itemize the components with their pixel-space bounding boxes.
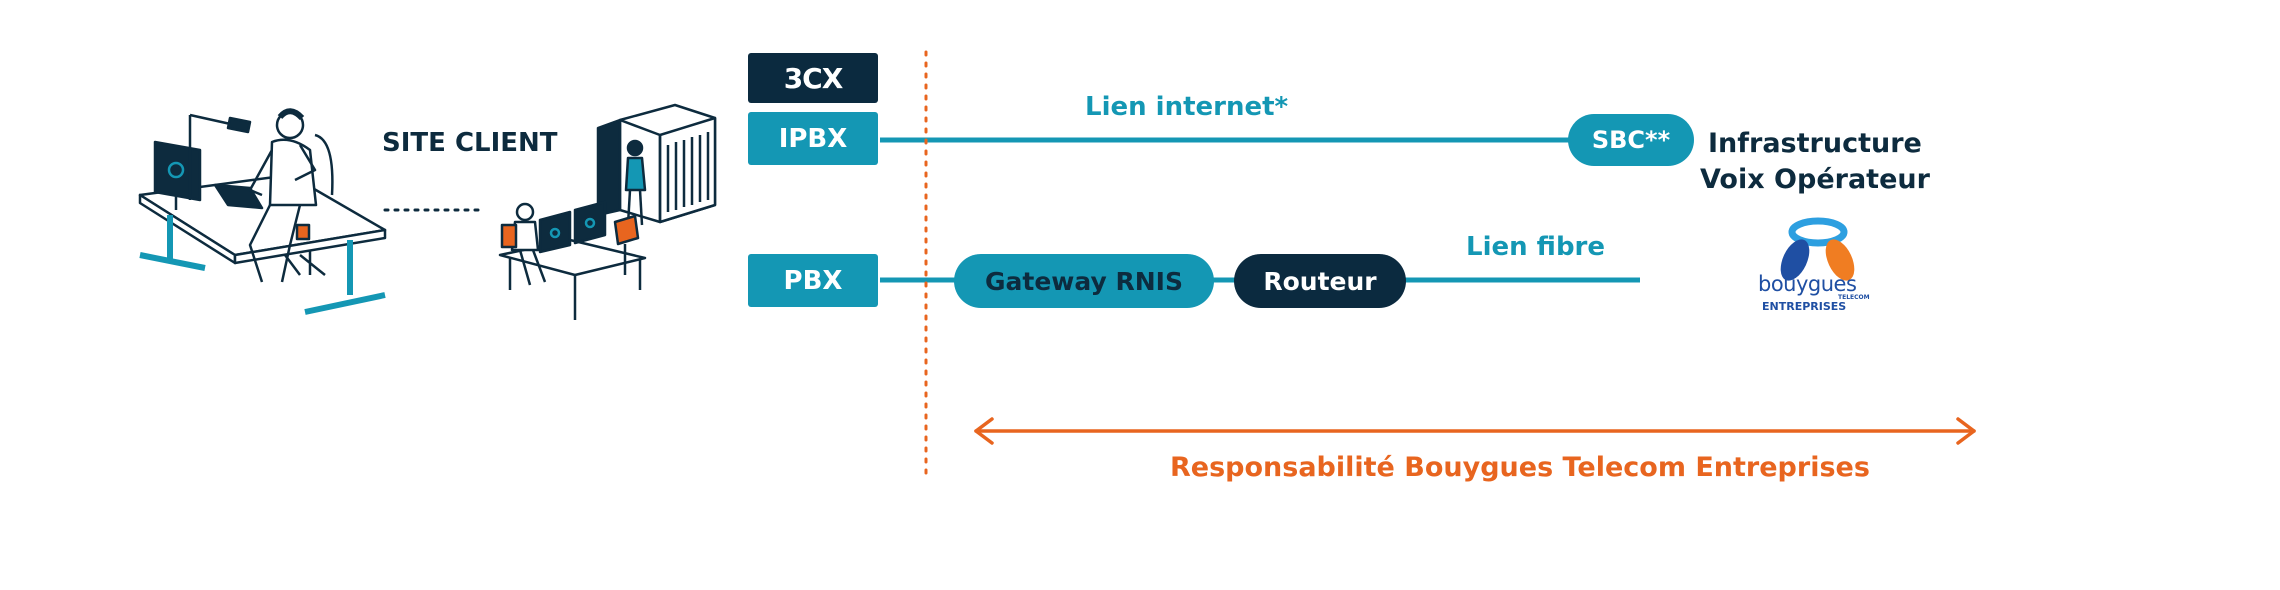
fibre-link-label: Lien fibre (1466, 232, 1606, 262)
pbx-node: PBX (748, 254, 878, 307)
routeur-node: Routeur (1234, 254, 1406, 308)
threecx-logo-text: 3CX (783, 61, 844, 95)
ipbx-label: IPBX (778, 123, 848, 154)
operator-line1: Infrastructure (1708, 128, 1922, 159)
internet-link-label: Lien internet* (1085, 92, 1289, 122)
responsibility-label: Responsabilité Bouygues Telecom Entrepri… (1170, 452, 1870, 483)
bouygues-logo-small: TELECOM (1838, 294, 1870, 301)
office-worker-illustration (138, 108, 387, 315)
site-client-label: SITE CLIENT (382, 128, 558, 158)
operator-line2: Voix Opérateur (1700, 164, 1930, 195)
pbx-label: PBX (783, 265, 843, 296)
bouygues-logo-sub: ENTREPRISES (1762, 300, 1847, 313)
bouygues-logo (1780, 217, 1855, 281)
bouygues-logo-word: bouygues (1758, 272, 1857, 296)
routeur-label: Routeur (1263, 266, 1377, 296)
sbc-node: SBC** (1568, 114, 1694, 166)
threecx-logo: 3CX (748, 53, 878, 103)
responsibility-arrow (974, 417, 1976, 445)
gateway-rnis-node: Gateway RNIS (954, 254, 1214, 308)
ipbx-node: IPBX (748, 112, 878, 165)
gateway-rnis-label: Gateway RNIS (985, 266, 1183, 296)
server-room-illustration (498, 103, 717, 320)
sbc-label: SBC** (1591, 126, 1671, 154)
